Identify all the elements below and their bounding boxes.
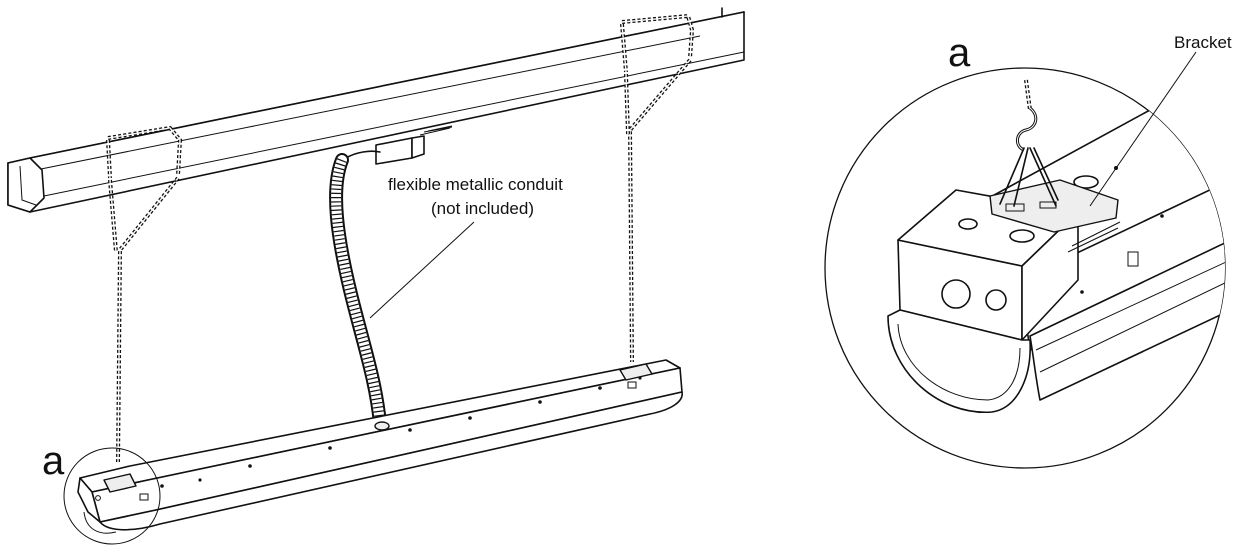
linear-fixture (77, 359, 683, 534)
detail-inset: a Bracket (824, 31, 1232, 469)
overview-illustration: a flexible metallic conduit (not include… (7, 7, 745, 545)
detail-marker-main: a (42, 439, 65, 483)
right-mount-bracket (619, 363, 653, 381)
left-chain-wrap (106, 125, 183, 179)
knockout-large (941, 279, 971, 309)
knockout-small (985, 289, 1007, 311)
detail-callout-circle (63, 447, 161, 545)
right-suspension-chain (624, 58, 692, 363)
conduit-label-line2: (not included) (431, 199, 534, 218)
left-mount-bracket (103, 473, 137, 493)
ceiling-junction-box (345, 125, 453, 165)
mount-bracket (989, 179, 1119, 233)
bracket-leader-line (1089, 51, 1197, 207)
right-chain-wrap (620, 13, 695, 73)
bracket-label: Bracket (1174, 33, 1232, 52)
left-suspension-chain (108, 176, 180, 463)
fixture-holes (95, 376, 642, 501)
overhead-channel-beam (7, 7, 745, 213)
flexible-conduit (329, 153, 387, 431)
end-lens (887, 309, 1031, 413)
conduit-label-line1: flexible metallic conduit (388, 175, 563, 194)
inset-chain-hook (999, 79, 1059, 207)
conduit-leader-line (369, 221, 475, 319)
detail-marker-inset: a (948, 31, 971, 75)
